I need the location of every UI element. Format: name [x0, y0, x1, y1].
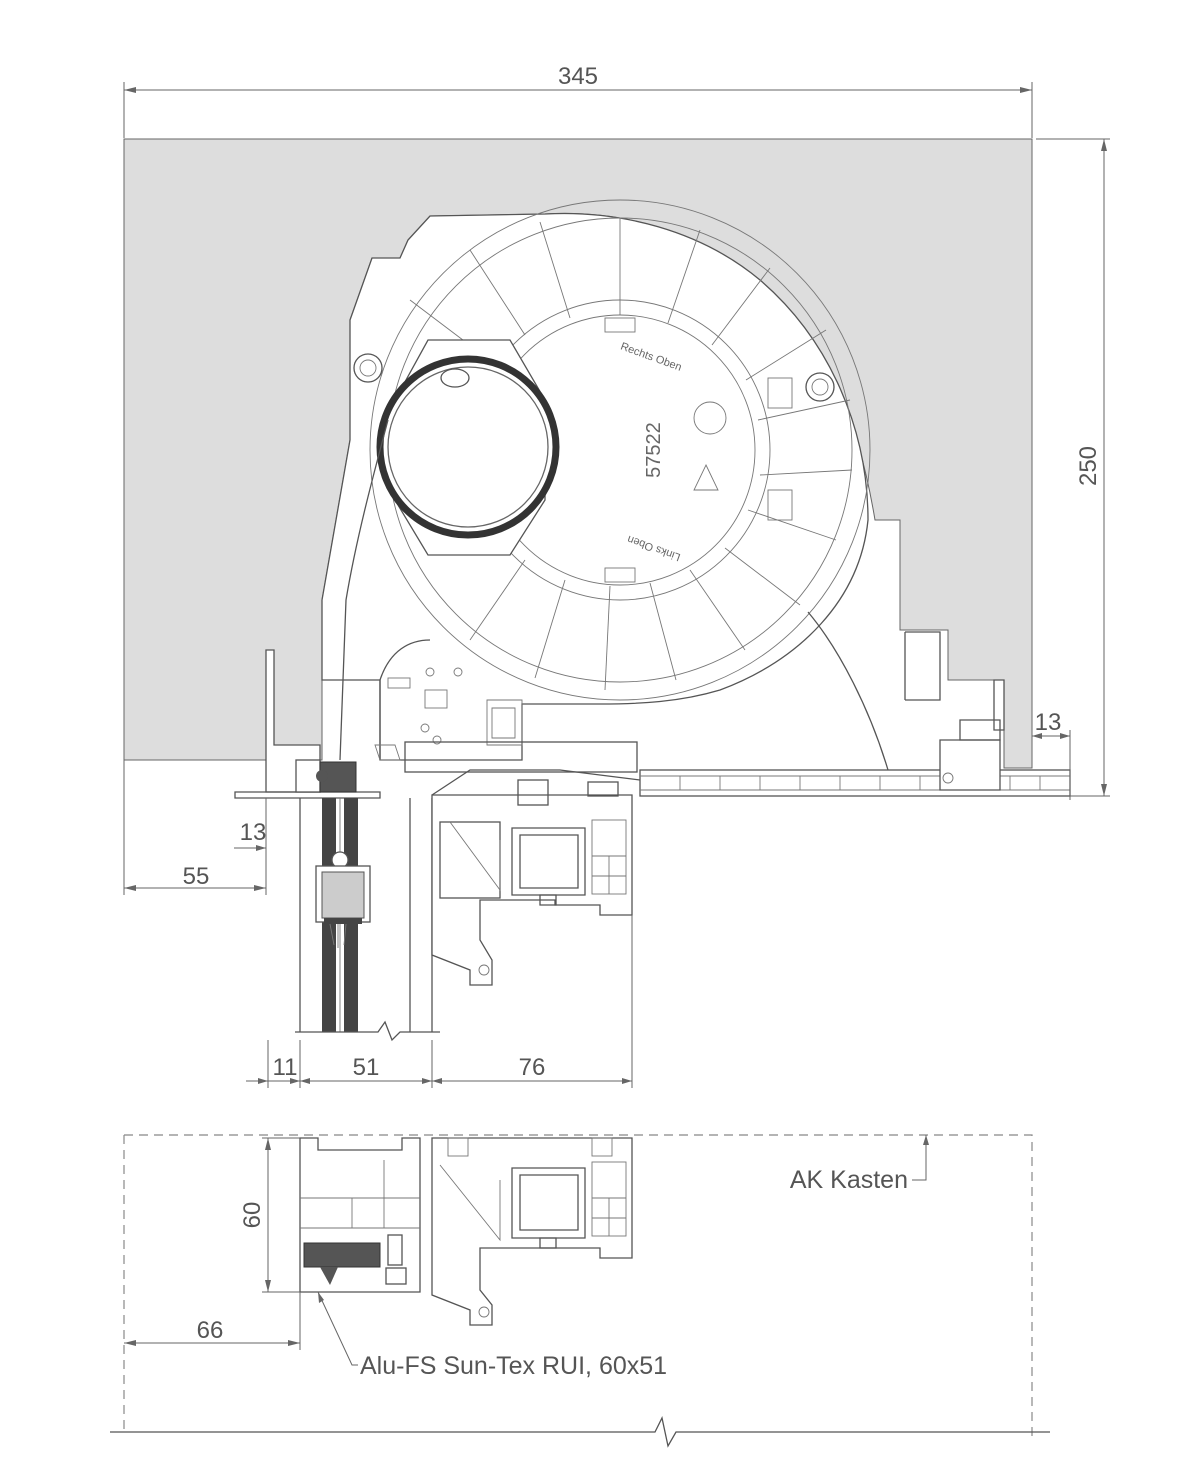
- dim-13-left-label: 13: [240, 819, 267, 846]
- roller-shaft: [339, 339, 560, 761]
- lower-box-details: [374, 639, 638, 773]
- guide-rail-callout: Alu-FS Sun-Tex RUI, 60x51: [317, 1291, 667, 1380]
- recycle-icon: [693, 463, 719, 491]
- dim-13-right-label: 13: [1035, 709, 1062, 736]
- dim-left-13: 13: [234, 798, 267, 855]
- dim-overall-width: 345: [123, 63, 1033, 138]
- guide-rail-label: Alu-FS Sun-Tex RUI, 60x51: [360, 1352, 667, 1380]
- dim-51-label: 51: [353, 1054, 380, 1081]
- box-type-callout: AK Kasten: [790, 1135, 929, 1194]
- left-guide: [234, 649, 381, 799]
- dim-overall-height: 250: [1036, 138, 1110, 797]
- dim-right-13: 13: [1032, 709, 1071, 800]
- dim-11-label: 11: [273, 1054, 298, 1081]
- box-type-label: AK Kasten: [790, 1166, 908, 1194]
- dim-left-55: 55: [123, 760, 267, 895]
- shaft-clip-icon: [440, 368, 470, 388]
- dim-55-label: 55: [183, 863, 210, 890]
- dim-345-label: 345: [558, 63, 598, 90]
- radial-ribs: [409, 218, 853, 691]
- bottom-rail: [315, 851, 371, 948]
- window-frame-top: [431, 769, 641, 986]
- lower-section-view: [110, 1134, 1050, 1448]
- dim-bottom-chain: 11 51 76: [246, 915, 633, 1088]
- dim-250-label: 250: [1075, 446, 1102, 486]
- dim-76-label: 76: [519, 1054, 546, 1081]
- dim-60-label: 60: [239, 1202, 266, 1229]
- dim-60: 60: [239, 1137, 300, 1293]
- housing-part-number: 57522: [643, 422, 665, 478]
- floor-strip: [639, 611, 1071, 797]
- dim-66: 66: [124, 1292, 301, 1350]
- dim-66-label: 66: [197, 1317, 224, 1344]
